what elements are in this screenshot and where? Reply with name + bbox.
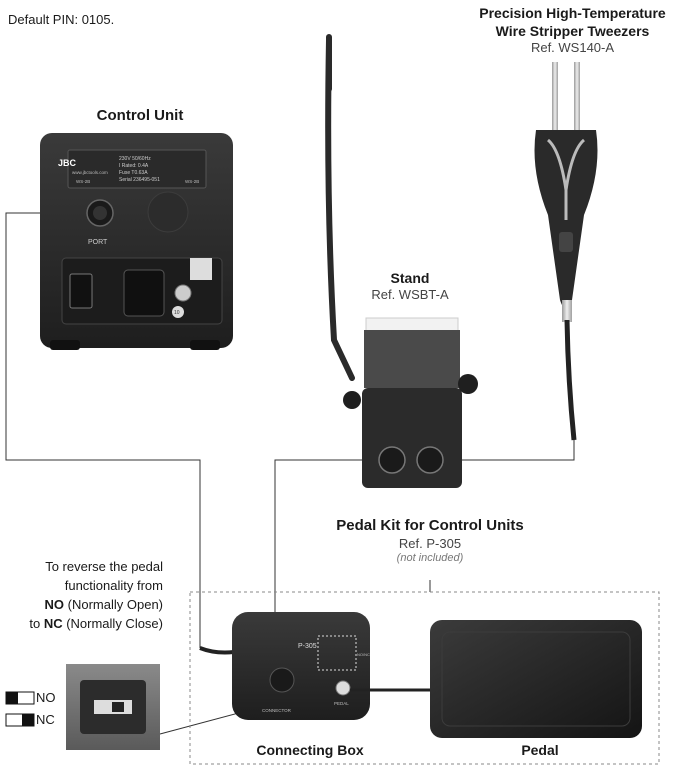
control-unit-brand: JBC xyxy=(58,158,77,168)
control-unit-spec4: Serial 236495-051 xyxy=(119,177,160,183)
tweezer-tip-left xyxy=(552,62,558,134)
to-word: to xyxy=(29,616,44,631)
reverse-note-line1: To reverse the pedal xyxy=(45,559,163,574)
control-unit-website: www.jbctools.com xyxy=(72,170,108,175)
switch-legend-icons xyxy=(5,691,35,727)
power-inlet xyxy=(123,269,165,317)
stand-upper xyxy=(364,330,460,388)
stand-base xyxy=(362,388,462,488)
control-unit-model-right: WS-2B xyxy=(185,179,199,184)
fuse-value: 10 xyxy=(174,310,180,316)
cable-unit-to-box xyxy=(5,212,201,648)
reverse-note: To reverse the pedal functionality from … xyxy=(0,557,163,633)
control-unit-spec2: I Rated: 0.4A xyxy=(119,163,149,169)
stand-hook-top xyxy=(326,34,332,92)
box-pedal-jack xyxy=(335,680,351,696)
stand-hook-arm xyxy=(325,37,355,381)
stand-top-cap xyxy=(365,317,459,333)
control-unit-spec3: Fuse T0.63A xyxy=(119,170,148,176)
stand-ref: Ref. WSBT-A xyxy=(371,287,449,302)
connecting-box-device xyxy=(199,612,430,720)
pedal-label: Pedal xyxy=(521,742,559,758)
tweezer-wheel xyxy=(559,232,573,252)
box-connector-text: CONNECTOR xyxy=(262,708,292,713)
tweezer-cable xyxy=(564,319,577,441)
box-side-text: NO/NC xyxy=(357,652,370,657)
ground-terminal xyxy=(174,284,192,302)
reverse-note-line4: to NC (Normally Close) xyxy=(0,614,163,633)
switch-photo-slider xyxy=(112,702,124,712)
pedal-kit-ref: Ref. P-305 xyxy=(398,536,462,551)
reverse-note-line2: functionality from xyxy=(64,578,163,593)
connecting-box-label: Connecting Box xyxy=(256,742,364,758)
control-unit-title: Control Unit xyxy=(96,107,184,124)
connecting-box-body xyxy=(232,612,370,720)
tweezers-title-line1: Precision High-Temperature xyxy=(479,5,666,21)
tweezers-device xyxy=(534,62,598,441)
rating-label xyxy=(67,149,207,189)
control-unit-foot-right xyxy=(190,340,220,350)
nc-bold: NC xyxy=(43,616,63,631)
power-switch xyxy=(69,273,93,309)
stand-knob-left xyxy=(343,391,361,409)
pedal-device xyxy=(430,620,642,738)
cable-stand-to-tweezers xyxy=(422,440,575,461)
stand-connector-left xyxy=(378,446,406,474)
nc-rest: (Normally Close) xyxy=(62,616,163,631)
pedal-surface xyxy=(441,631,631,727)
reverse-note-line3: NO (Normally Open) xyxy=(0,595,163,614)
tweezers-ref: Ref. WS140-A xyxy=(530,40,615,55)
fuse-holder xyxy=(172,306,184,318)
qr-code xyxy=(190,258,212,280)
pedal-kit-caption: Pedal Kit for Control Units Ref. P-305 (… xyxy=(300,516,560,564)
switch-legend-no-label: NO xyxy=(36,690,56,705)
tweezer-collar xyxy=(562,300,572,322)
pedal-kit-dashed-box xyxy=(189,591,660,765)
switch-legend-nc-label: NC xyxy=(36,712,55,727)
no-bold: NO xyxy=(44,597,65,612)
no-rest: (Normally Open) xyxy=(64,597,163,612)
control-unit-foot-left xyxy=(50,340,80,350)
stand-knob-right xyxy=(458,374,478,394)
pedal-body xyxy=(430,620,642,738)
switch-photo xyxy=(66,664,160,750)
control-unit-model-left: WS-2B xyxy=(76,179,90,184)
switch-nc-knob xyxy=(22,714,34,726)
box-cable xyxy=(199,646,235,655)
stand-connector-right xyxy=(416,446,444,474)
control-unit-spec1: 230V 50/60Hz xyxy=(119,156,151,162)
pedal-kit-note: (not included) xyxy=(396,552,464,564)
control-unit-device xyxy=(40,133,233,350)
stand-device xyxy=(325,34,478,488)
box-model-text: P-305 xyxy=(298,643,317,650)
pin-note: Default PIN: 0105. xyxy=(8,12,115,27)
box-pedal-text: PEDAL xyxy=(334,701,349,706)
pedal-kit-title: Pedal Kit for Control Units xyxy=(336,517,524,534)
cable-stand-to-box xyxy=(274,459,380,670)
blank-plug xyxy=(147,191,189,233)
port-connector-inner xyxy=(93,206,107,220)
port-label: PORT xyxy=(88,239,108,246)
tweezer-grip-right xyxy=(564,138,586,191)
tweezers-caption: Precision High-Temperature Wire Stripper… xyxy=(465,4,678,55)
switch-no-knob xyxy=(6,692,18,704)
stand-caption: Stand Ref. WSBT-A xyxy=(340,270,480,302)
stand-title: Stand xyxy=(390,270,430,286)
box-connector xyxy=(269,667,295,693)
tweezers-title-line2: Wire Stripper Tweezers xyxy=(495,23,650,39)
tweezer-tip-right xyxy=(574,62,580,134)
